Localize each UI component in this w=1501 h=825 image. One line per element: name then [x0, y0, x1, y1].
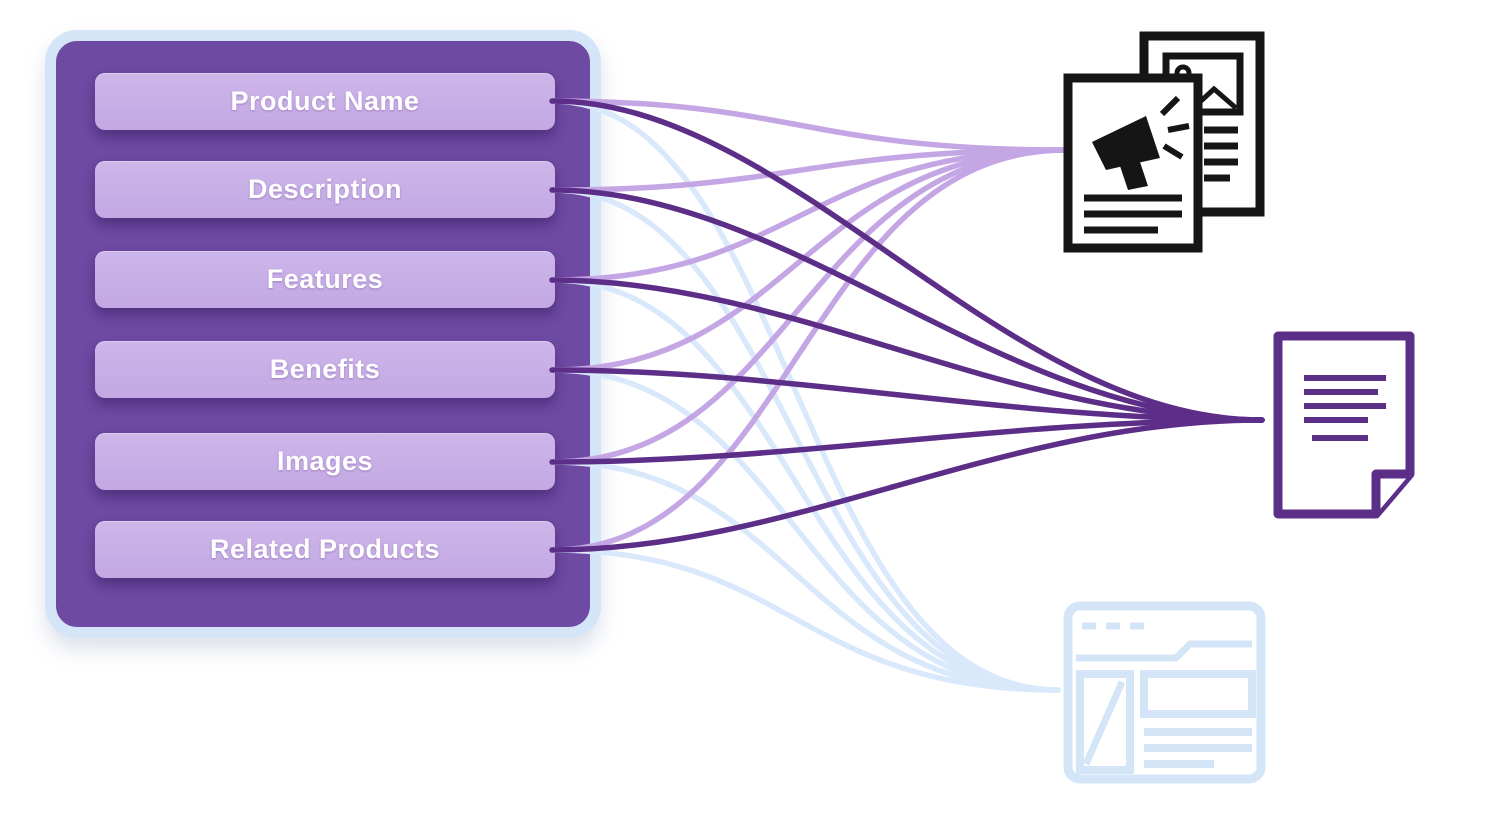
connector-line — [549, 459, 1061, 693]
connector-line — [549, 187, 1061, 693]
connector-line — [549, 367, 1265, 423]
connector-line — [549, 547, 1061, 693]
connector-line — [549, 147, 1069, 193]
connector-line — [549, 98, 1061, 693]
connector-line — [549, 277, 1061, 693]
field-label: Images — [276, 446, 374, 476]
connector-line — [549, 367, 1061, 693]
field-box-description: Description — [95, 161, 555, 218]
connector-line — [549, 98, 1069, 153]
field-label: Benefits — [269, 354, 381, 384]
connector-line — [549, 147, 1069, 283]
text-document-icon — [1268, 328, 1420, 524]
field-box-product-name: Product Name — [95, 73, 555, 130]
browser-window-icon — [1062, 600, 1267, 785]
connector-line — [549, 147, 1069, 373]
connector-line — [549, 147, 1069, 553]
marketing-document-icon — [1062, 30, 1267, 255]
field-box-benefits: Benefits — [95, 341, 555, 398]
field-box-related-products: Related Products — [95, 521, 555, 578]
field-label: Description — [247, 174, 403, 204]
field-label: Product Name — [230, 86, 420, 116]
connector-line — [549, 147, 1069, 465]
field-label: Related Products — [209, 534, 441, 564]
field-box-features: Features — [95, 251, 555, 308]
field-label: Features — [266, 264, 384, 294]
connector-line — [549, 277, 1265, 423]
field-box-images: Images — [95, 433, 555, 490]
connector-line — [549, 417, 1265, 553]
connector-line — [549, 417, 1265, 465]
